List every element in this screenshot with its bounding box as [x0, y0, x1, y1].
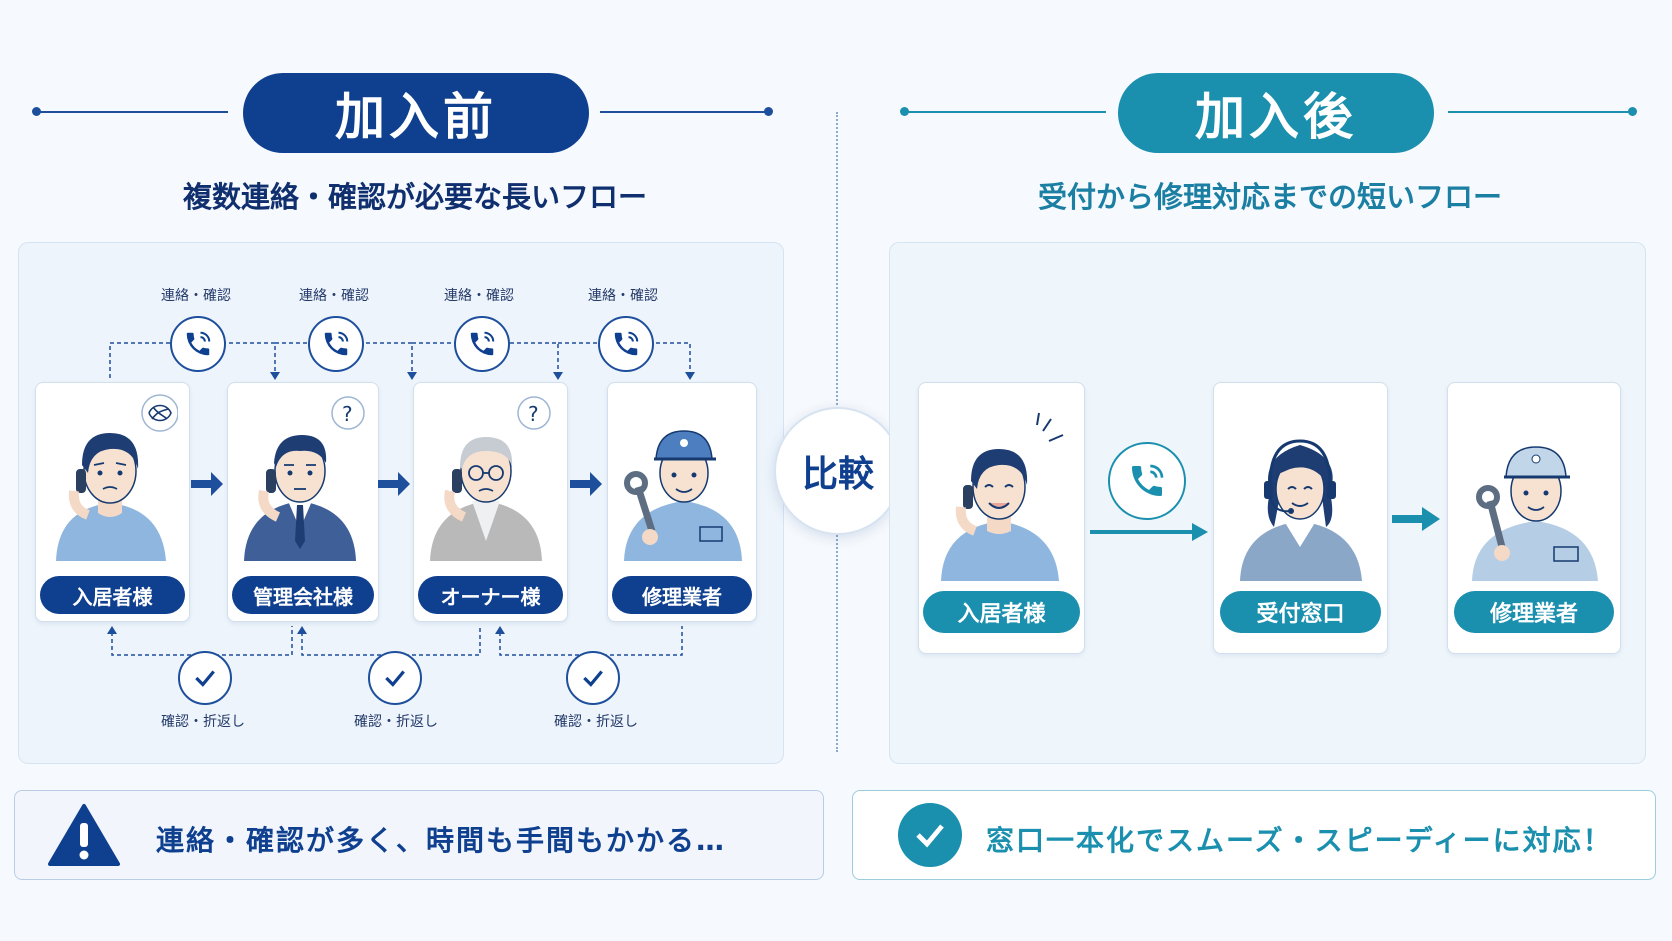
before-actor-label: 入居者様 — [40, 576, 185, 614]
before-actor-label: 修理業者 — [612, 576, 752, 614]
before-contact-label-3: 連絡・確認 — [444, 288, 514, 304]
warning-icon — [48, 804, 120, 866]
check-circle-icon — [898, 803, 962, 867]
check-icon — [368, 651, 422, 705]
before-return-label-3: 確認・折返し — [554, 714, 638, 730]
before-actor-label: オーナー様 — [418, 576, 563, 614]
before-return-label-1: 確認・折返し — [161, 714, 245, 730]
after-actor-label: 入居者様 — [923, 591, 1080, 633]
after-card-resident: 入居者様 — [918, 382, 1085, 654]
check-icon — [178, 651, 232, 705]
before-title-line-right — [600, 111, 768, 113]
before-title-dot-left — [32, 107, 41, 116]
before-contact-label-1: 連絡・確認 — [161, 288, 231, 304]
phone-icon — [598, 316, 654, 372]
after-actor-label: 受付窓口 — [1220, 591, 1381, 633]
after-card-repair: 修理業者 — [1447, 382, 1621, 654]
before-actor-label: 管理会社様 — [232, 576, 374, 614]
after-title: 加入後 — [1118, 73, 1434, 153]
before-subtitle: 複数連絡・確認が必要な長いフロー — [182, 180, 647, 214]
before-contact-label-4: 連絡・確認 — [588, 288, 658, 304]
resident-happy-illustration — [941, 412, 1064, 581]
phone-icon — [454, 316, 510, 372]
after-footer-text: 窓口一本化でスムーズ・スピーディーに対応！ — [986, 824, 1613, 857]
after-title-line-left — [904, 111, 1106, 113]
arrow-right-icon — [191, 472, 223, 496]
before-footer-text: 連絡・確認が多く、時間も手間もかかる… — [156, 824, 727, 857]
svg-text:?: ? — [342, 402, 353, 426]
arrow-right-icon — [378, 472, 410, 496]
before-card-management: ? 管理会社様 — [227, 382, 379, 622]
before-title: 加入前 — [243, 73, 589, 153]
before-connectors — [107, 342, 695, 656]
before-card-owner: ? オーナー様 — [413, 382, 568, 622]
arrow-right-icon — [1090, 523, 1208, 541]
phone-icon — [170, 316, 226, 372]
after-title-dot-left — [900, 107, 909, 116]
repair-worker-illustration — [1472, 446, 1598, 581]
after-title-line-right — [1448, 111, 1632, 113]
reception-operator-illustration — [1240, 439, 1362, 581]
arrow-right-icon — [570, 472, 602, 496]
compare-badge: 比較 — [774, 407, 902, 535]
manager-illustration: ? — [244, 396, 365, 561]
before-card-resident: 入居者様 — [35, 382, 190, 622]
after-footer — [852, 790, 1656, 880]
repair-worker-illustration — [624, 430, 742, 561]
resident-worried-illustration — [56, 394, 178, 561]
after-subtitle: 受付から修理対応までの短いフロー — [1037, 180, 1502, 214]
phone-icon — [308, 316, 364, 372]
before-footer — [14, 790, 824, 880]
before-contact-label-2: 連絡・確認 — [299, 288, 369, 304]
after-actor-label: 修理業者 — [1454, 591, 1614, 633]
owner-illustration: ? — [430, 396, 551, 561]
before-return-label-2: 確認・折返し — [354, 714, 438, 730]
after-card-reception: 受付窓口 — [1213, 382, 1388, 654]
before-title-line-left — [36, 111, 228, 113]
compare-label: 比較 — [801, 454, 874, 495]
before-title-dot-right — [764, 107, 773, 116]
after-title-dot-right — [1628, 107, 1637, 116]
arrow-right-icon — [1392, 507, 1440, 531]
check-icon — [566, 651, 620, 705]
before-card-repair: 修理業者 — [607, 382, 757, 622]
phone-icon — [1108, 442, 1186, 520]
svg-text:?: ? — [528, 402, 539, 426]
